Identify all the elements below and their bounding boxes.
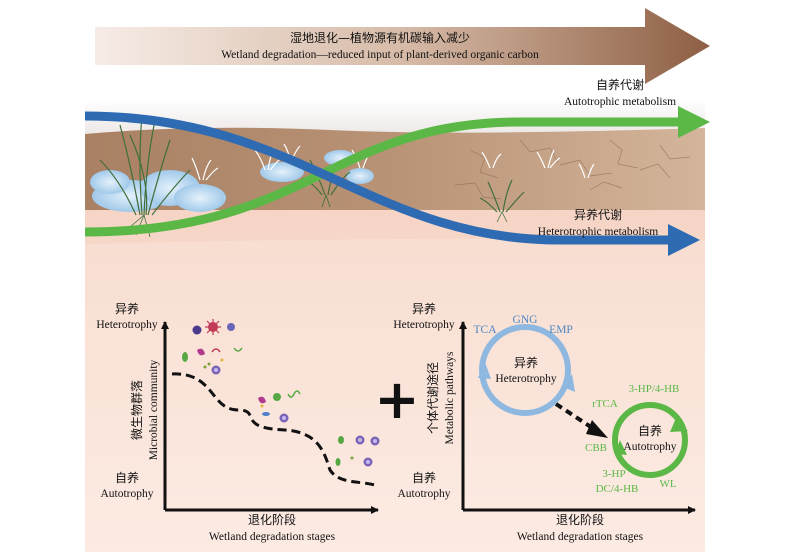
degradation-label-en: Wetland degradation—reduced input of pla… [221, 49, 539, 61]
auto-center-en: Autotrophy [623, 441, 676, 453]
left-y-axis-en: Microbial community [148, 359, 160, 460]
right-y-bottom-cn: 自养 [412, 470, 436, 485]
heterotrophic-arrow [84, 111, 670, 245]
microbes-low [335, 435, 380, 467]
right-y-top-en: Heterotrophy [393, 319, 455, 331]
left-y-bottom-cn: 自养 [115, 470, 139, 485]
left-y-top-en: Heterotrophy [96, 319, 158, 331]
pathway-emp: EMP [549, 324, 573, 336]
community-trend-curve [171, 372, 379, 488]
auto-cycle-arrowhead [670, 418, 688, 432]
plus-sign: + [374, 368, 419, 431]
auto-cycle-arrowhead-2 [615, 440, 627, 455]
heterotrophic-arrowhead [668, 224, 700, 256]
pathway-wl: WL [659, 478, 676, 490]
degradation-label-cn: 湿地退化—植物源有机碳输入减少 [290, 30, 470, 45]
left-x-axis-cn: 退化阶段 [248, 512, 296, 527]
transition-arrowhead [586, 420, 608, 438]
hetero-cycle-arrowhead-2 [563, 374, 575, 392]
autotrophy-cycle [612, 402, 688, 478]
right-y-bottom-en: Autotrophy [397, 488, 450, 500]
left-x-axis-en: Wetland degradation stages [209, 531, 336, 543]
pathway-3hp-4hb: 3-HP/4-HB [629, 383, 680, 395]
left-y-bottom-en: Autotrophy [100, 488, 153, 500]
pathway-dc-4hb: DC/4-HB [596, 483, 639, 495]
right-y-axis-en: Metabolic pathways [444, 351, 456, 444]
pathway-rtca: rTCA [592, 398, 618, 410]
microbes-mid [258, 390, 301, 423]
right-x-axis-en: Wetland degradation stages [517, 531, 644, 543]
autotrophic-arrowhead [678, 106, 710, 138]
autotrophic-label-en: Autotrophic metabolism [564, 96, 676, 108]
pathway-cbb: CBB [585, 442, 607, 454]
hetero-cycle-arrowhead [478, 362, 491, 379]
water-pools [90, 150, 374, 212]
degradation-arrow [95, 8, 710, 84]
hetero-center-en: Heterotrophy [495, 373, 557, 385]
microbes-high [182, 319, 243, 375]
right-x-axis-cn: 退化阶段 [556, 512, 604, 527]
white-grass [191, 143, 595, 181]
pathway-tca: TCA [474, 324, 498, 336]
right-y-top-cn: 异养 [412, 301, 436, 316]
hetero-center-cn: 异养 [514, 355, 538, 370]
left-y-top-cn: 异养 [115, 301, 139, 316]
autotrophic-label-cn: 自养代谢 [596, 77, 644, 92]
heterotrophic-label-cn: 异养代谢 [574, 207, 622, 222]
pathway-gng: GNG [513, 314, 538, 326]
pathway-3hp: 3-HP [602, 468, 625, 480]
heterotrophy-cycle [478, 324, 575, 416]
left-y-axis-cn: 微生物群落 [130, 380, 144, 440]
soil-cracks [454, 139, 691, 200]
right-y-axis-cn: 个体代谢途径 [425, 362, 440, 434]
heterotrophic-label-en: Heterotrophic metabolism [538, 226, 658, 238]
auto-center-cn: 自养 [638, 423, 662, 438]
